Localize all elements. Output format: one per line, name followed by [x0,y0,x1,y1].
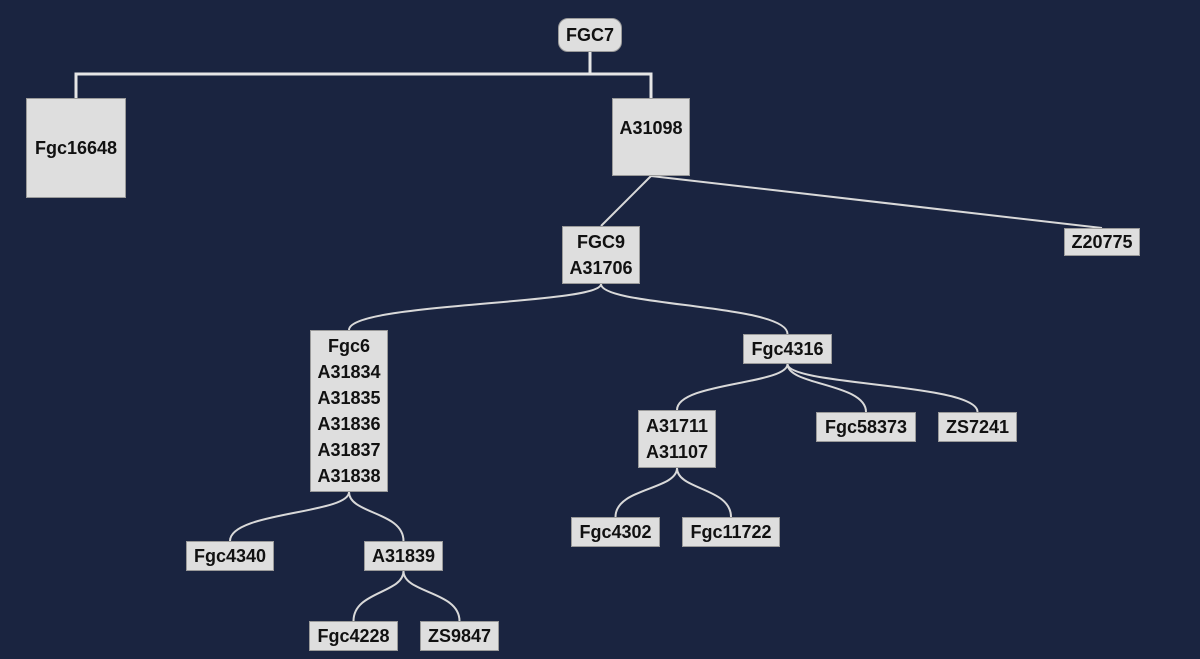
node-label-line: A31839 [371,546,436,566]
node-zs7241[interactable]: ZS7241 [938,412,1017,442]
node-z20775[interactable]: Z20775 [1064,228,1140,256]
edge-a31711-fgc4302 [614,467,678,518]
node-label-line: A31107 [645,442,709,462]
node-label-line: Fgc6 [327,336,370,356]
edge-fgc9-fgc6 [348,283,602,331]
node-fgc11722[interactable]: Fgc11722 [682,517,780,547]
node-fgc4340[interactable]: Fgc4340 [186,541,274,571]
node-label-line: Z20775 [1071,232,1133,252]
node-label-line: A31706 [569,258,633,278]
node-label-line: A31834 [317,362,381,382]
node-label-line: Fgc58373 [824,417,908,437]
node-label-line: ZS9847 [427,626,492,646]
node-label-line: Fgc4228 [317,626,390,646]
edge-fgc7-a31098 [588,52,653,98]
node-label-line: Fgc4302 [579,522,652,542]
edge-fgc9-fgc4316 [600,283,789,335]
edge-fgc4316-fgc58373 [786,363,867,413]
node-label-line: Fgc16648 [34,138,118,158]
node-label-line: A31098 [619,118,683,138]
node-label-line: FGC9 [576,232,625,252]
edge-a31839-zs9847 [402,570,461,622]
edge-fgc7-fgc16648 [74,52,592,98]
node-label-line: A31836 [317,414,381,434]
node-fgc7[interactable]: FGC7 [558,18,622,52]
node-label-line: ZS7241 [945,417,1010,437]
node-zs9847[interactable]: ZS9847 [420,621,499,651]
node-label-line: A31838 [317,466,381,486]
node-label-line: FGC7 [565,25,614,45]
node-fgc16648[interactable]: Fgc16648 [26,98,126,198]
edge-a31711-fgc11722 [676,467,732,518]
node-fgc4316[interactable]: Fgc4316 [743,334,832,364]
node-a31098[interactable]: A31098 [612,98,690,176]
node-label-line: Fgc4316 [751,339,824,359]
edge-a31098-z20775 [650,175,1103,229]
node-label-line: Fgc11722 [690,522,772,542]
node-label-line: A31835 [317,388,381,408]
node-a31839[interactable]: A31839 [364,541,443,571]
edge-fgc6-a31839 [348,491,405,542]
edge-a31098-fgc9 [600,175,652,227]
edge-fgc4316-a31711 [676,363,789,411]
edge-a31839-fgc4228 [352,570,405,622]
node-fgc4302[interactable]: Fgc4302 [571,517,660,547]
node-fgc4228[interactable]: Fgc4228 [309,621,398,651]
node-label-line: A31711 [645,416,709,436]
node-label-line: Fgc4340 [193,546,267,566]
node-fgc58373[interactable]: Fgc58373 [816,412,916,442]
edge-fgc6-fgc4340 [229,491,350,542]
edge-fgc4316-zs7241 [786,363,979,413]
node-label-line: A31837 [317,440,381,460]
